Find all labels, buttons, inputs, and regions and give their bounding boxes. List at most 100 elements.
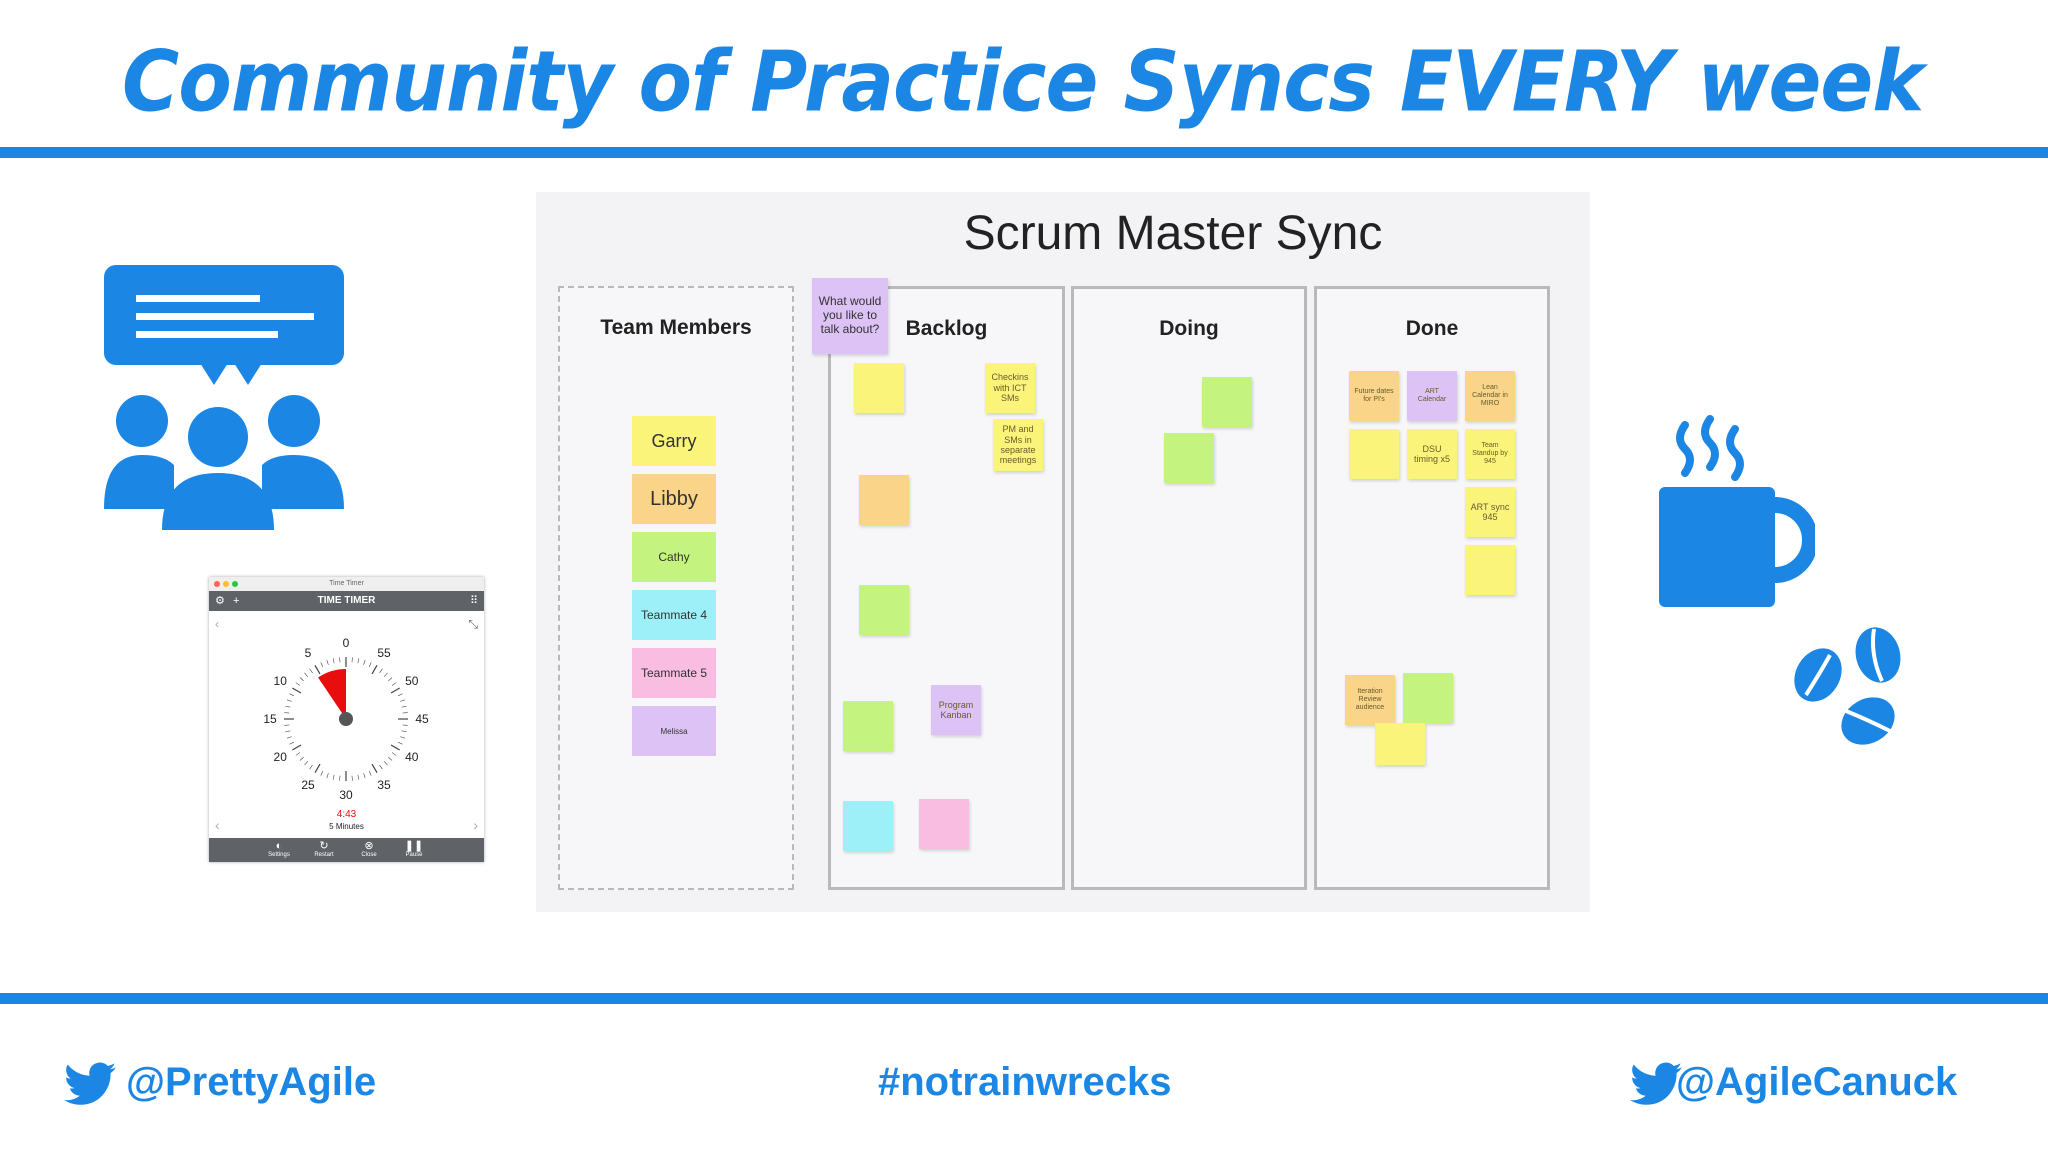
twitter-bird-icon xyxy=(1630,1062,1682,1105)
sticky-note[interactable] xyxy=(859,475,909,525)
sticky-note[interactable]: DSU timing x5 xyxy=(1407,429,1457,479)
dial-tick xyxy=(339,775,341,781)
plus-icon[interactable]: + xyxy=(233,595,240,607)
dial-tick xyxy=(357,658,360,664)
sticky-note[interactable] xyxy=(854,363,904,413)
sticky-note[interactable]: ART sync 945 xyxy=(1465,487,1515,537)
resize-icon[interactable]: ⤡ xyxy=(468,617,478,631)
grid-menu-icon[interactable]: ⠿ xyxy=(469,595,478,607)
dial-tick xyxy=(391,682,397,686)
dial-tick xyxy=(295,682,301,686)
bottom-divider xyxy=(0,993,2048,1004)
member-card[interactable]: Teammate 4 xyxy=(632,590,716,640)
dial-tick xyxy=(391,752,397,756)
dial-number: 5 xyxy=(305,646,312,660)
sticky-note[interactable] xyxy=(843,701,893,751)
member-card[interactable]: Garry xyxy=(632,416,716,466)
gear-icon[interactable]: ⚙ xyxy=(215,595,225,607)
member-card[interactable]: Melissa xyxy=(632,706,716,756)
timer-remaining-wedge xyxy=(318,669,346,719)
sticky-note[interactable] xyxy=(859,585,909,635)
sticky-note[interactable] xyxy=(843,801,893,851)
right-twitter-handle[interactable]: @AgileCanuck xyxy=(1676,1060,1958,1104)
settings-icon: ◐ xyxy=(275,840,283,852)
dial-tick xyxy=(357,774,360,780)
sticky-note[interactable]: Lean Calendar in MIRO xyxy=(1465,371,1515,421)
timer-duration: 5 Minutes xyxy=(329,822,364,831)
sticky-note[interactable] xyxy=(919,799,969,849)
dial-tick xyxy=(388,756,393,761)
backlog-column: Backlog Checkins with ICT SMs PM and SMs… xyxy=(828,286,1065,890)
dial-tick xyxy=(292,744,302,751)
backlog-heading: Backlog xyxy=(905,317,988,340)
dial-tick xyxy=(383,672,388,677)
dial-tick xyxy=(289,741,295,745)
dial-number: 0 xyxy=(343,636,350,650)
member-card[interactable]: Libby xyxy=(632,474,716,524)
dial-tick xyxy=(397,741,403,745)
member-card[interactable]: Cathy xyxy=(632,532,716,582)
close-dot-icon[interactable] xyxy=(214,581,220,587)
team-members-column: Team Members Garry Libby Cathy Teammate … xyxy=(558,286,794,890)
chevron-left-icon[interactable]: ‹ xyxy=(215,817,220,833)
sticky-note[interactable] xyxy=(1375,723,1425,765)
zoom-dot-icon[interactable] xyxy=(232,581,238,587)
scrum-board: Scrum Master Sync Team Members Garry Lib… xyxy=(536,192,1590,912)
dial-tick xyxy=(286,699,292,702)
timer-window-title: Time Timer xyxy=(329,580,364,587)
chevron-left-top-icon[interactable]: ‹ xyxy=(215,617,219,631)
dial-tick xyxy=(401,730,407,733)
restart-button[interactable]: ↻Restart xyxy=(306,840,342,858)
dial-tick xyxy=(309,764,313,770)
done-column: Done Future dates for PI's ART Calendar … xyxy=(1314,286,1550,890)
close-button[interactable]: ⊗Close xyxy=(351,840,387,858)
dial-tick xyxy=(326,773,329,779)
dial-tick xyxy=(368,770,372,776)
dial-tick xyxy=(320,662,324,668)
pause-icon: ❚❚ xyxy=(404,840,424,852)
doing-heading: Doing xyxy=(1159,317,1219,340)
sticky-note[interactable]: Iteration Review audience xyxy=(1345,675,1395,725)
top-divider xyxy=(0,147,2048,158)
board-title: Scrum Master Sync xyxy=(963,207,1383,260)
sticky-note[interactable]: PM and SMs in separate meetings xyxy=(993,419,1043,471)
sticky-note[interactable]: ART Calendar xyxy=(1407,371,1457,421)
sticky-note[interactable]: Program Kanban xyxy=(931,685,981,735)
timer-remaining: 4:43 xyxy=(336,809,357,820)
sticky-note[interactable] xyxy=(1465,545,1515,595)
dial-number: 10 xyxy=(274,674,288,688)
team-members-heading: Team Members xyxy=(600,316,752,339)
twitter-bird-icon xyxy=(64,1062,116,1105)
settings-button[interactable]: ◐Settings xyxy=(261,840,297,858)
dial-tick xyxy=(379,668,383,674)
chevron-right-icon[interactable]: › xyxy=(473,817,478,833)
sticky-note[interactable] xyxy=(1164,433,1214,483)
dial-tick xyxy=(371,763,378,773)
dial-tick xyxy=(402,712,408,714)
prompt-note[interactable]: What would you like to talk about? xyxy=(812,278,888,354)
sticky-note[interactable] xyxy=(1349,429,1399,479)
sticky-note[interactable]: Team Standup by 945 xyxy=(1465,429,1515,479)
dial-tick xyxy=(299,756,304,761)
dial-tick xyxy=(286,736,292,739)
sticky-note[interactable] xyxy=(1403,673,1453,723)
sticky-note[interactable] xyxy=(1202,377,1252,427)
dial-tick xyxy=(284,724,290,726)
sticky-note[interactable]: Future dates for PI's xyxy=(1349,371,1399,421)
left-twitter-handle[interactable]: @PrettyAgile xyxy=(126,1060,377,1104)
dial-tick xyxy=(400,736,406,739)
dial-number: 15 xyxy=(263,712,277,726)
timer-toolbar: ⚙ + TIME TIMER ⠿ xyxy=(209,591,484,611)
dial-tick xyxy=(363,659,366,665)
dial-tick xyxy=(397,693,403,697)
member-card[interactable]: Teammate 5 xyxy=(632,648,716,698)
sticky-note[interactable]: Checkins with ICT SMs xyxy=(985,363,1035,413)
hashtag[interactable]: #notrainwrecks xyxy=(878,1060,1172,1104)
dial-tick xyxy=(289,693,295,697)
pause-button[interactable]: ❚❚Pause xyxy=(396,840,432,858)
dial-tick xyxy=(339,657,341,663)
coffee-mug-icon xyxy=(1659,415,1815,607)
minimize-dot-icon[interactable] xyxy=(223,581,229,587)
dial-tick xyxy=(320,770,324,776)
